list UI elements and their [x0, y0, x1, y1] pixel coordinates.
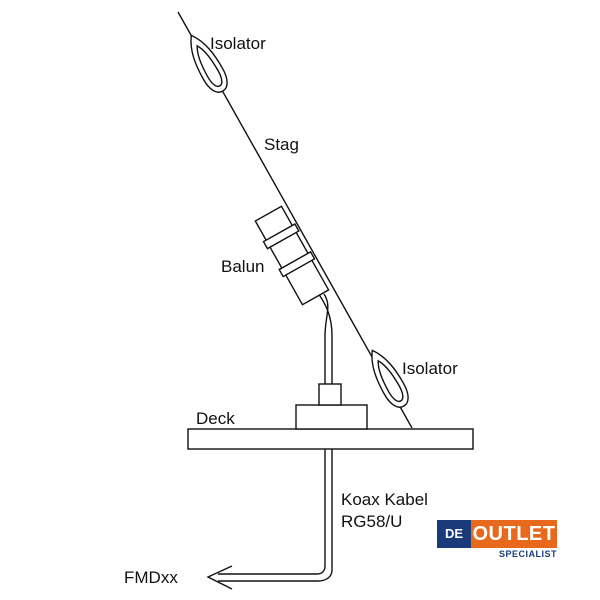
- connector: [318, 383, 342, 406]
- outlet-logo: DE OUTLET SPECIALIST: [437, 520, 557, 559]
- balun-shape: [254, 205, 330, 306]
- label-balun: Balun: [221, 257, 264, 276]
- label-isolator-bottom: Isolator: [402, 359, 458, 378]
- coax-cable: [218, 449, 333, 582]
- deck-plate: [187, 428, 474, 450]
- label-cable-type: Koax Kabel: [341, 490, 428, 509]
- isolator-bottom-shape: [371, 349, 409, 408]
- label-fmd: FMDxx: [124, 568, 178, 587]
- cable-arrow-head: [206, 565, 233, 590]
- isolator-top-shape: [190, 34, 228, 93]
- logo-specialist: SPECIALIST: [498, 549, 557, 559]
- label-deck: Deck: [196, 409, 235, 428]
- balun-feed-tube: [315, 289, 333, 384]
- logo-outlet: OUTLET: [471, 520, 557, 548]
- label-isolator-top: Isolator: [210, 34, 266, 53]
- label-stag: Stag: [264, 135, 299, 154]
- label-cable-spec: RG58/U: [341, 512, 402, 531]
- base-mount: [295, 404, 368, 430]
- logo-de: DE: [437, 520, 471, 548]
